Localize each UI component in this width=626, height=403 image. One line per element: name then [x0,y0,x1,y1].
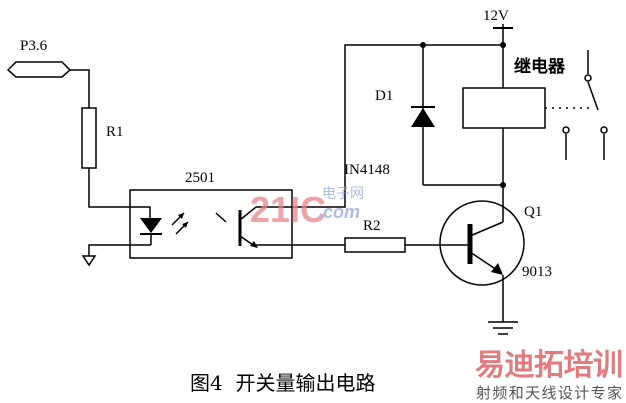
ground-icon-left [81,255,97,267]
diode-d1-icon [411,108,435,127]
diode-part-label: IN4148 [344,162,390,178]
optocoupler-label: 2501 [185,170,215,186]
wire-port-r1 [70,69,90,108]
svg-text:.com: .com [318,202,360,222]
r1-label: R1 [106,124,124,140]
ground-icon-right [488,321,518,335]
svg-text:21IC: 21IC [250,189,326,230]
wire-emitter-r2 [255,244,345,247]
r2-label: R2 [363,218,381,234]
figure-caption: 图4 开关量输出电路 [190,371,375,395]
wire-led-ground [88,244,151,256]
switch-contact [584,74,592,82]
relay-label: 继电器 [514,56,566,77]
resistor-r2 [344,237,406,253]
q1-label: Q1 [524,204,542,220]
svg-text:易迪拓培训: 易迪拓培训 [475,348,623,383]
wire-r1-opto [88,168,151,218]
watermark-21ic: 21IC 电子网 .com [250,186,364,230]
resistor-r1 [81,107,97,169]
wire-collector-out [256,44,503,208]
switch-contact [562,126,570,134]
led-icon [140,218,162,233]
watermark-brand: 易迪拓培训 射频和天线设计专家 [475,348,623,402]
optocoupler-box [129,189,293,259]
port-connector [6,61,72,78]
svg-text:射频和天线设计专家: 射频和天线设计专家 [476,384,622,402]
transistor-q1 [439,200,525,286]
switch-contact [600,126,608,134]
transistor-part-label: 9013 [522,264,552,280]
svg-text:电子网: 电子网 [322,186,364,202]
supply-label: 12V [483,8,509,24]
d1-label: D1 [375,88,393,104]
port-label: P3.6 [20,38,48,54]
relay-coil [462,87,546,129]
